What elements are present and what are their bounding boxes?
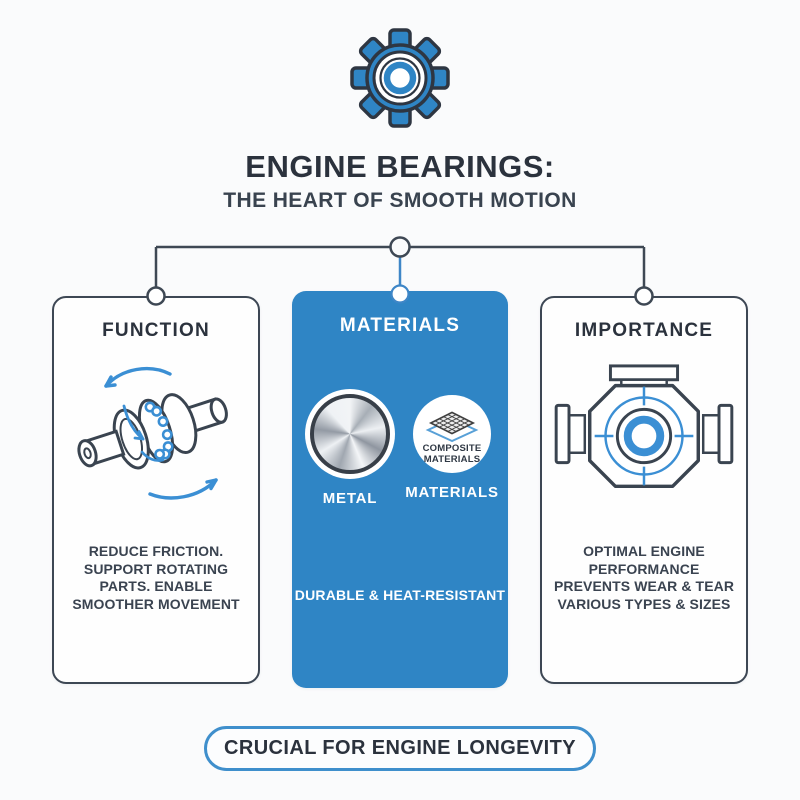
importance-body-line: PERFORMANCE <box>588 560 700 577</box>
importance-body: OPTIMAL ENGINE PERFORMANCE PREVENTS WEAR… <box>542 543 746 613</box>
connector-node-top <box>389 236 411 258</box>
importance-body-line: VARIOUS TYPES & SIZES <box>557 595 731 612</box>
conclusion-badge-label: CRUCIAL FOR ENGINE LONGEVITY <box>224 737 576 759</box>
function-body-line: SUPPORT ROTATING <box>83 560 229 577</box>
composite-mesh-icon: COMPOSITE MATERIALS <box>413 395 491 473</box>
function-body: REDUCE FRICTION. SUPPORT ROTATING PARTS.… <box>54 543 258 613</box>
metal-disc-surface <box>310 394 390 474</box>
engine-block-icon <box>554 364 734 489</box>
composite-label: MATERIALS <box>405 484 499 501</box>
importance-body-line: PREVENTS WEAR & TEAR <box>553 578 735 594</box>
composite-mesh-svg <box>425 411 479 443</box>
materials-footer: DURABLE & HEAT-RESISTANT <box>294 587 506 603</box>
function-title: FUNCTION <box>102 320 210 341</box>
conclusion-badge: CRUCIAL FOR ENGINE LONGEVITY <box>204 726 596 771</box>
card-importance: IMPORTANCE OPTIMAL ENGINE PERFORMANCE PR… <box>540 296 748 684</box>
metal-material: METAL <box>300 389 400 507</box>
materials-title: MATERIALS <box>339 315 461 336</box>
composite-circle-text: COMPOSITE <box>422 443 482 454</box>
function-body-line: SMOOTHER MOVEMENT <box>72 595 240 612</box>
metal-disc-icon <box>305 389 395 479</box>
crankshaft-bearing-icon <box>77 366 228 500</box>
function-body-line: REDUCE FRICTION. <box>88 543 224 559</box>
importance-title: IMPORTANCE <box>574 320 714 341</box>
composite-circle-text: MATERIALS <box>423 454 481 465</box>
importance-body-line: OPTIMAL ENGINE <box>583 543 705 559</box>
page-title: ENGINE BEARINGS: <box>245 149 555 184</box>
function-body-line: PARTS. ENABLE <box>99 578 213 594</box>
gear-icon-svg <box>350 28 450 128</box>
card-function: FUNCTION <box>52 296 260 684</box>
gear-icon <box>348 26 452 130</box>
rotation-arrow-icon <box>104 366 218 500</box>
page-subtitle: THE HEART OF SMOOTH MOTION <box>223 189 577 212</box>
card-materials: MATERIALS METAL COMPOSITE MATERIALS MATE… <box>292 291 508 688</box>
composite-material: COMPOSITE MATERIALS MATERIALS <box>404 395 500 501</box>
metal-label: METAL <box>322 490 378 507</box>
